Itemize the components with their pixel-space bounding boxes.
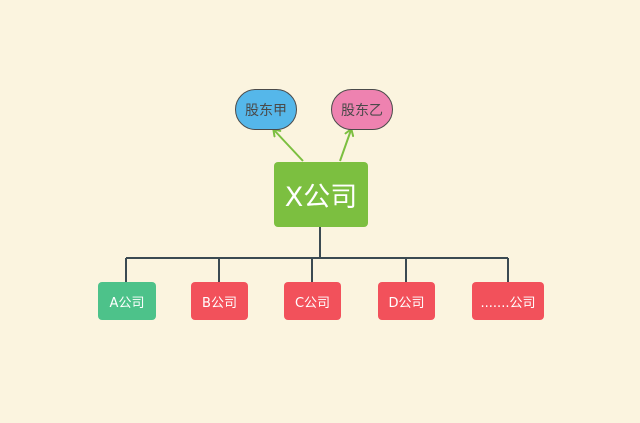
shareholder-a-label: 股东甲 <box>245 102 287 119</box>
subsidiary-d-node[interactable]: D公司 <box>378 282 435 320</box>
arrow-to-shareholder-b <box>339 128 355 162</box>
subsidiary-a-label: A公司 <box>109 295 145 311</box>
main-company-node[interactable]: X公司 <box>274 162 368 227</box>
subsidiary-a-node[interactable]: A公司 <box>98 282 156 320</box>
subsidiary-d-label: D公司 <box>388 295 425 311</box>
subsidiary-b-node[interactable]: B公司 <box>191 282 248 320</box>
arrow-to-shareholder-a <box>272 128 304 162</box>
subsidiary-b-label: B公司 <box>202 295 237 311</box>
shareholder-a-node[interactable]: 股东甲 <box>235 89 297 130</box>
subsidiary-more-node[interactable]: .......公司 <box>472 282 544 320</box>
main-company-label: X公司 <box>284 182 358 213</box>
shareholder-b-node[interactable]: 股东乙 <box>331 89 393 130</box>
subsidiary-c-node[interactable]: C公司 <box>284 282 341 320</box>
tree-connector <box>125 227 509 282</box>
subsidiary-more-label: .......公司 <box>480 295 536 311</box>
shareholder-b-label: 股东乙 <box>341 102 383 119</box>
subsidiary-c-label: C公司 <box>294 295 331 311</box>
